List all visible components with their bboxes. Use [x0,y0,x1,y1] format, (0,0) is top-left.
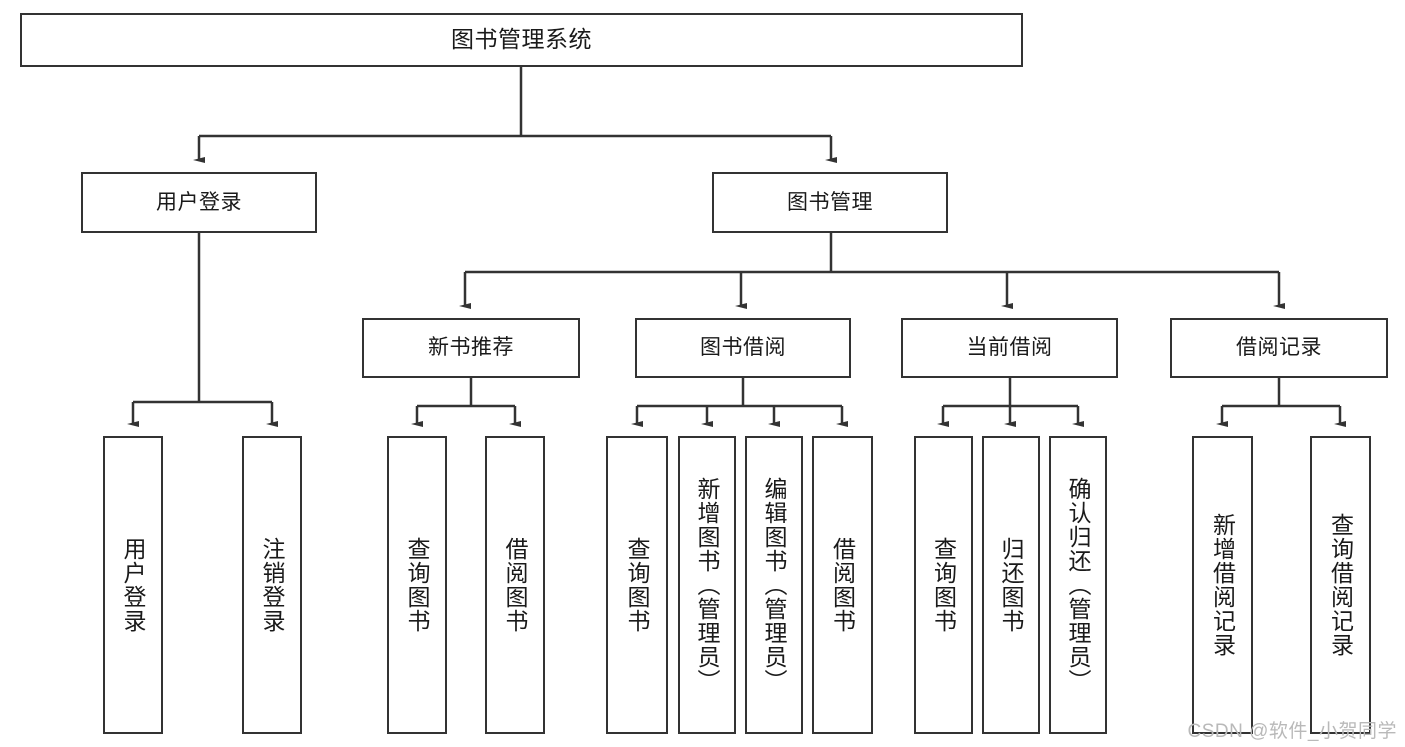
node-leaf-return-book[interactable]: 归还图书 [982,436,1040,734]
node-leaf-logout[interactable]: 注销登录 [242,436,302,734]
node-label: 图书管理 [787,190,873,214]
node-new-book-recommend[interactable]: 新书推荐 [362,318,580,378]
node-book-management[interactable]: 图书管理 [712,172,948,233]
node-label: 归还图书 [998,537,1025,633]
node-borrow-record[interactable]: 借阅记录 [1170,318,1388,378]
node-label: 确认归还（管理员） [1065,477,1092,693]
node-label: 用户登录 [156,190,242,214]
node-leaf-add-book-admin[interactable]: 新增图书（管理员） [678,436,736,734]
node-leaf-borrow-book-2[interactable]: 借阅图书 [812,436,873,734]
node-label: 借阅图书 [829,537,856,633]
node-label: 图书借阅 [700,336,786,360]
node-label: 查询图书 [624,537,651,633]
node-root-system[interactable]: 图书管理系统 [20,13,1023,67]
node-label: 新增图书（管理员） [694,477,721,693]
node-current-borrow[interactable]: 当前借阅 [901,318,1118,378]
node-label: 查询图书 [404,537,431,633]
node-leaf-edit-book-admin[interactable]: 编辑图书（管理员） [745,436,803,734]
node-label: 查询图书 [930,537,957,633]
node-leaf-user-login[interactable]: 用户登录 [103,436,163,734]
node-book-borrow[interactable]: 图书借阅 [635,318,851,378]
node-label: 当前借阅 [966,336,1053,360]
node-leaf-query-book-3[interactable]: 查询图书 [914,436,973,734]
node-leaf-borrow-book-1[interactable]: 借阅图书 [485,436,545,734]
node-label: 新增借阅记录 [1209,513,1236,657]
node-leaf-confirm-return-admin[interactable]: 确认归还（管理员） [1049,436,1107,734]
node-label: 编辑图书（管理员） [761,477,788,693]
node-label: 注销登录 [259,537,286,633]
node-leaf-query-book-1[interactable]: 查询图书 [387,436,447,734]
node-label: 查询借阅记录 [1327,513,1354,657]
node-label: 图书管理系统 [451,26,592,53]
node-user-login[interactable]: 用户登录 [81,172,317,233]
csdn-watermark: CSDN @软件_小贺同学 [1187,721,1397,742]
node-leaf-query-borrow-record[interactable]: 查询借阅记录 [1310,436,1371,734]
node-leaf-add-borrow-record[interactable]: 新增借阅记录 [1192,436,1253,734]
node-label: 借阅记录 [1236,336,1322,360]
node-leaf-query-book-2[interactable]: 查询图书 [606,436,668,734]
node-label: 用户登录 [120,537,147,633]
node-label: 新书推荐 [428,336,514,360]
node-label: 借阅图书 [502,537,529,633]
